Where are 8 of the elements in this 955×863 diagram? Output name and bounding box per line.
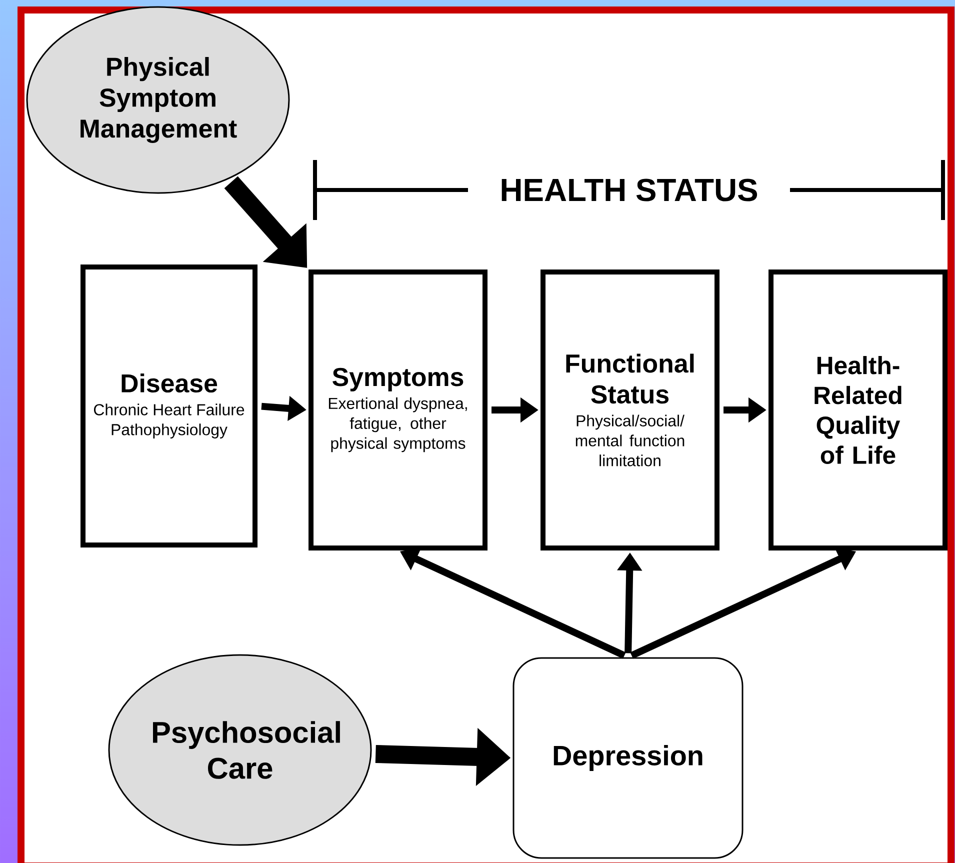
- rounded-box: Depression: [512, 657, 744, 859]
- process-box: Health-Related Quality of Life: [768, 270, 948, 550]
- bracket-label: HEALTH STATUS: [502, 178, 758, 202]
- process-box: Disease Chronic Heart Failure Pathophysiology: [80, 264, 258, 548]
- ellipse-node: Physical Symptom Management: [26, 6, 290, 194]
- process-box: Functional Status Physical/social/ mental function limitation: [540, 270, 720, 550]
- ellipse-node: Psychosocial Care: [108, 654, 372, 846]
- process-box: Symptoms Exertional dyspnea, fatigue, other physical symptoms: [308, 270, 488, 550]
